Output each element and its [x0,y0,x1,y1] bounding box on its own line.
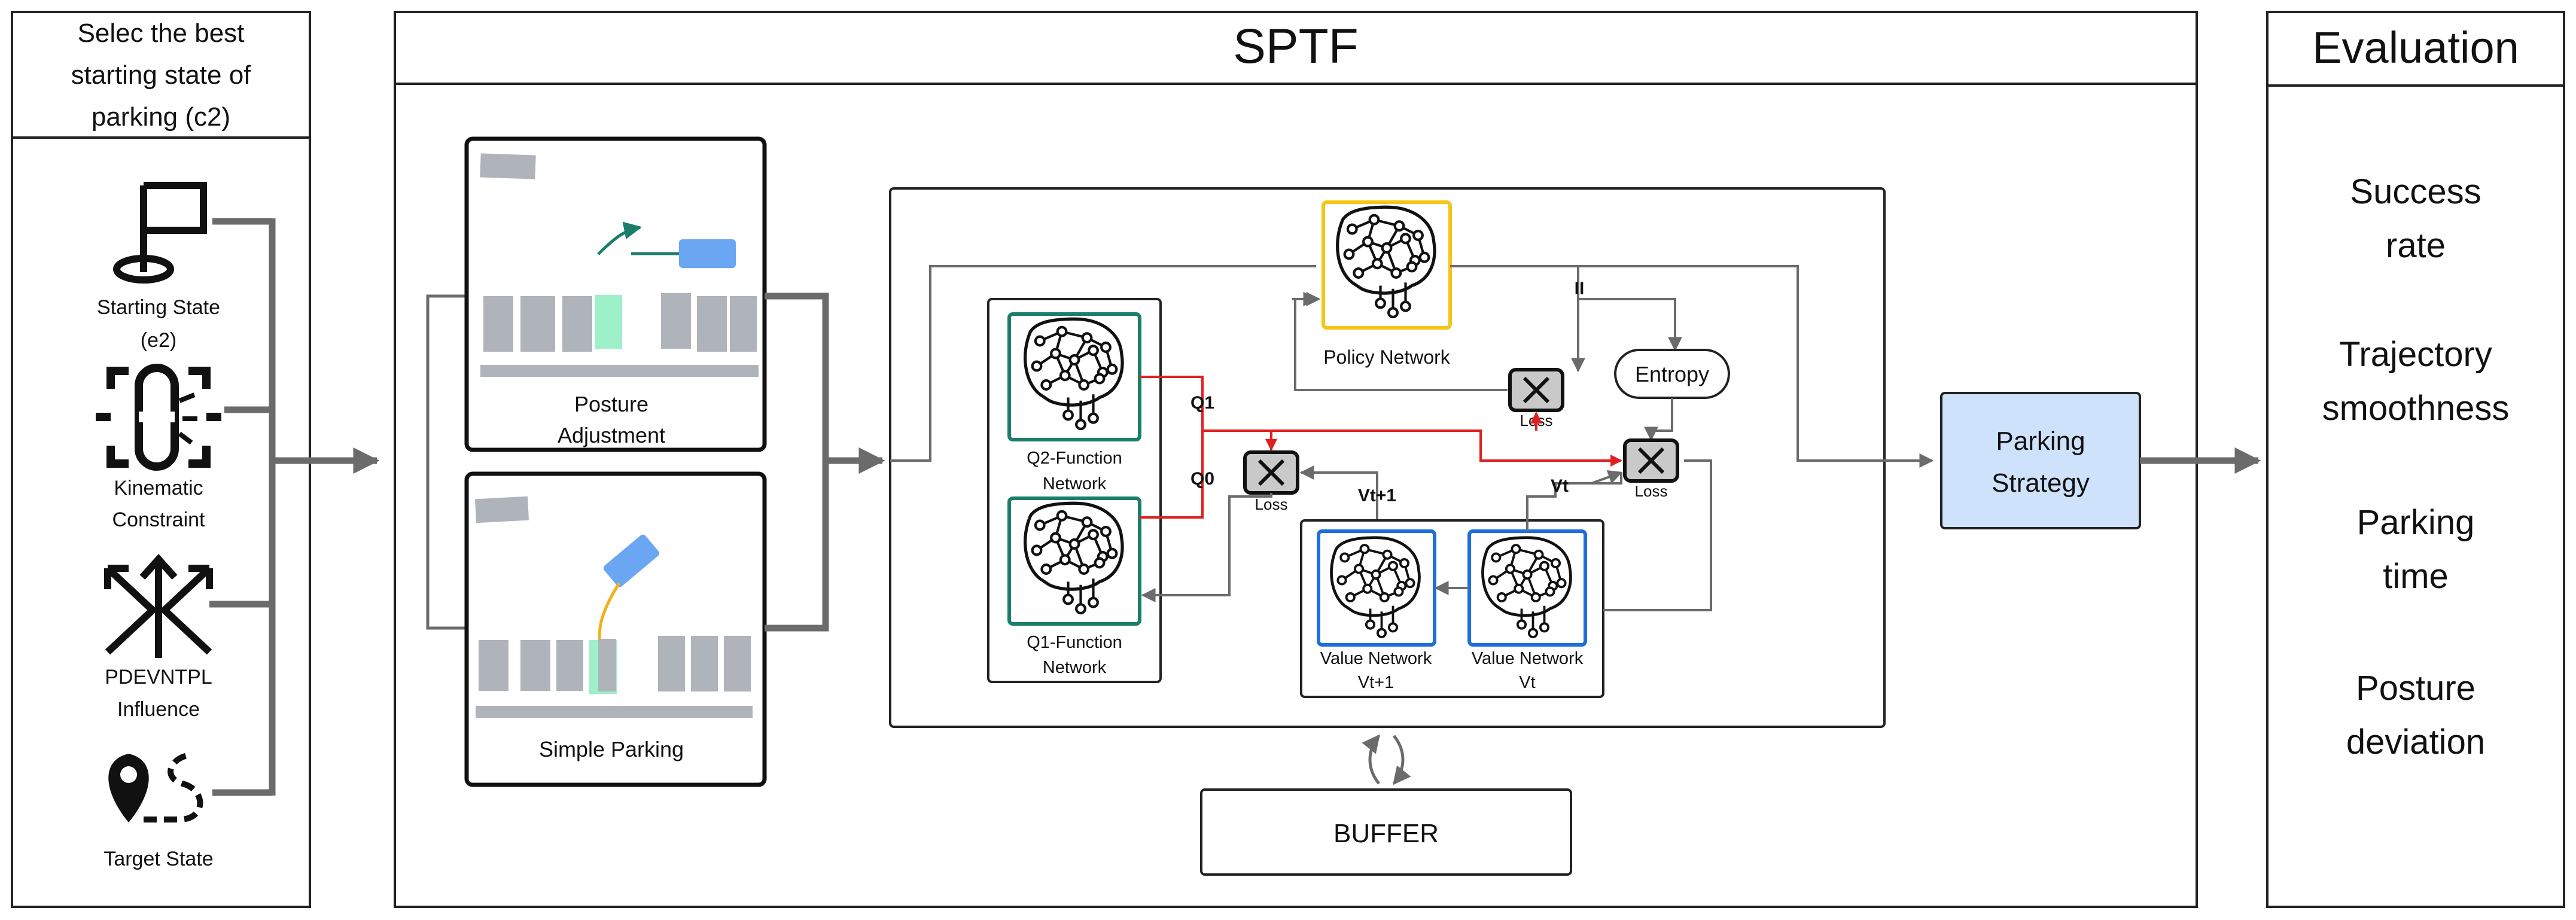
left-panel: Selec the best starting state of parking… [11,11,380,908]
metric-success-1: Success [2350,172,2481,211]
q-loss-label: Loss [1255,495,1288,513]
value-next-label-1: Value Network [1320,649,1432,668]
metric-deviation-2: deviation [2346,723,2485,761]
metric-deviation-1: Posture [2356,669,2475,708]
metric-smoothness-2: smoothness [2322,389,2510,428]
value-next-label-2: Vt+1 [1358,673,1394,692]
metric-success-2: rate [2386,226,2446,265]
evaluation-panel: Evaluation Success rate Trajectory smoot… [2266,11,2565,908]
q1-label-2: Network [1043,658,1107,677]
q2-label-2: Network [1043,474,1107,493]
pdevntpl-label-1: PDEVNTPL [105,666,212,689]
q1-tag: Q1 [1190,393,1214,413]
left-title-line3: parking (c2) [92,102,230,132]
left-title-line2: starting state of [71,60,252,90]
merge-arrows-icon [104,554,213,658]
metric-time-2: time [2383,557,2449,596]
pdevntpl-label-2: Influence [117,698,200,721]
value-network-next: Value Network Vt+1 [1317,529,1436,692]
entropy-label: Entropy [1635,362,1709,386]
policy-label: Policy Network [1323,346,1451,368]
posture-label-2: Adjustment [558,423,665,447]
q-loss-box: Loss [1245,452,1298,513]
center-panel: SPTF Posture Adjustment [394,11,2198,908]
strategy-label-1: Parking [1996,427,2085,456]
buffer-sync-icon [1362,734,1411,785]
simple-parking-label: Simple Parking [539,737,684,761]
flag-icon [113,182,207,284]
target-spot [595,295,622,349]
entropy-node: Entropy [1614,349,1730,399]
car-icon-2 [603,534,659,587]
q0-tag: Q0 [1190,469,1214,489]
q1-network: Q1-Function Network [1007,496,1141,677]
q2-label-1: Q2-Function [1027,449,1122,468]
value-now-label-2: Vt [1519,673,1535,692]
buffer-label: BUFFER [1333,819,1439,848]
metric-time-1: Parking [2357,503,2475,542]
value-loss-label: Loss [1635,482,1668,500]
kinematic-label-1: Kinematic [114,477,203,499]
target-state-label: Target State [103,848,213,870]
pi-label: II [1575,279,1585,298]
starting-state-label-1: Starting State [97,296,220,319]
metric-smoothness-1: Trajectory [2339,335,2492,374]
policy-network: Policy Network [1322,200,1452,368]
starting-state-label-2: (e2) [141,329,176,352]
strategy-label-2: Strategy [1992,468,2090,498]
parking-strategy-box: Parking Strategy [1940,392,2141,529]
vt1-tag: Vt+1 [1358,486,1396,505]
simple-parking-box: Simple Parking [464,471,767,787]
q2-network: Q2-Function Network [1007,312,1141,493]
buffer-box: BUFFER [1200,788,1572,876]
value-now-label-1: Value Network [1472,649,1584,668]
car-icon [679,239,736,268]
sptf-title: SPTF [1233,19,1359,74]
map-pin-route-icon [108,752,203,822]
posture-label-1: Posture [574,392,648,416]
value-network-now: Value Network Vt [1467,529,1587,692]
q1-label-1: Q1-Function [1027,633,1122,652]
broken-link-icon [96,364,221,471]
evaluation-title: Evaluation [2312,23,2519,72]
vt-tag: Vt [1551,476,1569,496]
kinematic-label-2: Constraint [112,508,206,531]
posture-adjustment-box: Posture Adjustment [464,136,767,452]
value-loss-box: Loss [1625,440,1677,500]
left-title-line1: Selec the best [78,19,245,48]
